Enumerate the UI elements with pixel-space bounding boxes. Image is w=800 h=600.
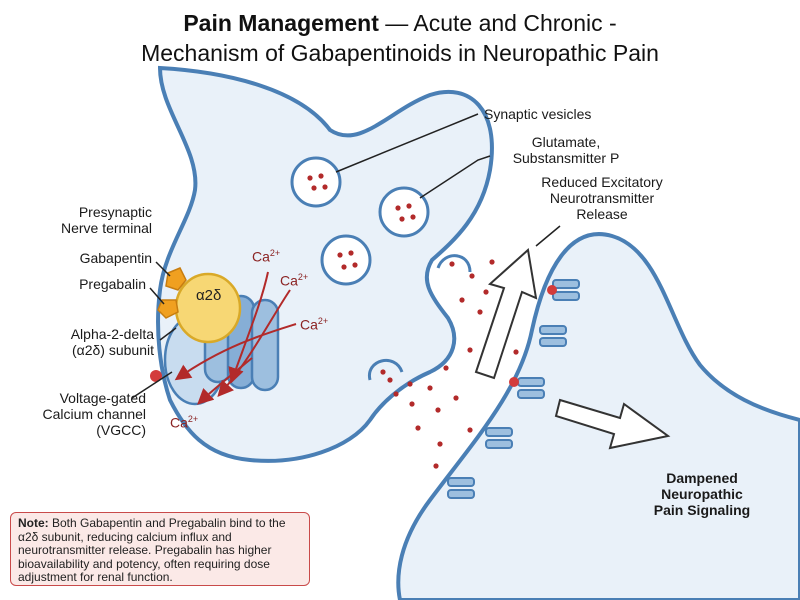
reduced-line-3: Release xyxy=(576,206,628,222)
reduced-release-arrow xyxy=(474,248,538,380)
fusing-vesicle xyxy=(436,254,472,273)
postsynaptic-receptor xyxy=(517,377,545,399)
dampened-line-1: Dampened xyxy=(666,470,738,486)
bound-neurotransmitter xyxy=(547,285,557,295)
pregabalin-molecule xyxy=(157,299,179,319)
calcium-base: Ca xyxy=(280,272,298,289)
dampened-line-3: Pain Signaling xyxy=(653,502,751,518)
synaptic-vesicle xyxy=(378,186,430,238)
vgcc-line-3: (VGCC) xyxy=(96,422,146,438)
glutamate-line-2: Substansmitter P xyxy=(512,150,620,166)
calcium-label: Ca2+ xyxy=(300,316,328,333)
note-text: Both Gabapentin and Pregabalin bind to t… xyxy=(18,516,286,584)
calcium-charge: 2+ xyxy=(187,414,199,424)
calcium-label: Ca2+ xyxy=(252,248,280,265)
reduced-release-label: Reduced Excitatory Neurotransmitter Rele… xyxy=(522,174,682,222)
calcium-flow-arrows xyxy=(174,271,297,405)
dampened-signaling-arrow xyxy=(554,398,671,450)
alpha2delta-symbol: α2δ xyxy=(196,287,221,304)
fusing-vesicle xyxy=(368,359,404,383)
calcium-charge: 2+ xyxy=(297,272,309,282)
vgcc-line-2: Calcium channel xyxy=(42,406,147,422)
calcium-label: Ca2+ xyxy=(170,414,198,431)
glutamate-label: Glutamate, Substansmitter P xyxy=(496,134,636,166)
calcium-ion xyxy=(150,370,162,382)
postsynaptic-receptor xyxy=(447,477,475,499)
synaptic-vesicle xyxy=(290,156,342,208)
neurotransmitter-molecules xyxy=(393,259,519,469)
vgcc-label: Voltage-gated Calcium channel (VGCC) xyxy=(20,390,147,438)
postsynaptic-receptor xyxy=(485,427,513,449)
presynaptic-line-1: Presynaptic xyxy=(78,204,152,220)
title-bold: Pain Management xyxy=(183,10,379,36)
pregabalin-label: Pregabalin xyxy=(79,276,146,292)
calcium-charge: 2+ xyxy=(317,316,329,326)
calcium-label: Ca2+ xyxy=(280,272,308,289)
calcium-charge: 2+ xyxy=(269,248,281,258)
title-line-2: Mechanism of Gabapentinoids in Neuropath… xyxy=(141,40,659,66)
reduced-line-2: Neurotransmitter xyxy=(549,190,655,206)
postsynaptic-receptor xyxy=(552,279,580,301)
presynaptic-line-2: Nerve terminal xyxy=(60,220,152,236)
reduced-line-1: Reduced Excitatory xyxy=(541,174,663,190)
note-label: Note: xyxy=(18,516,49,530)
dampened-line-2: Neuropathic xyxy=(661,486,743,502)
leader-lines xyxy=(131,113,561,399)
note-box: Note: Both Gabapentin and Pregabalin bin… xyxy=(10,512,310,586)
gabapentin-label: Gabapentin xyxy=(79,250,152,266)
calcium-base: Ca xyxy=(170,414,188,431)
calcium-base: Ca xyxy=(252,248,270,265)
presynaptic-label: Presynaptic Nerve terminal xyxy=(40,204,152,236)
title-rest: — Acute and Chronic - xyxy=(378,10,617,36)
vesicles-label: Synaptic vesicles xyxy=(484,106,592,122)
alpha2delta-subunit xyxy=(174,272,242,344)
a2d-subunit-line-1: Alpha-2-delta xyxy=(70,326,154,342)
postsynaptic-receptor xyxy=(539,325,567,347)
diagram-title: Pain Management — Acute and Chronic - Me… xyxy=(0,8,800,68)
a2d-subunit-label: Alpha-2-delta (α2δ) subunit xyxy=(30,326,154,358)
vgcc-line-1: Voltage-gated xyxy=(59,390,146,406)
calcium-base: Ca xyxy=(300,316,318,333)
dampened-signaling-label: Dampened Neuropathic Pain Signaling xyxy=(632,470,772,518)
a2d-subunit-line-2: (α2δ) subunit xyxy=(71,342,154,358)
synaptic-vesicle xyxy=(320,234,372,286)
gabapentin-molecule xyxy=(165,267,187,291)
bound-neurotransmitter xyxy=(509,377,519,387)
glutamate-line-1: Glutamate, xyxy=(531,134,601,150)
